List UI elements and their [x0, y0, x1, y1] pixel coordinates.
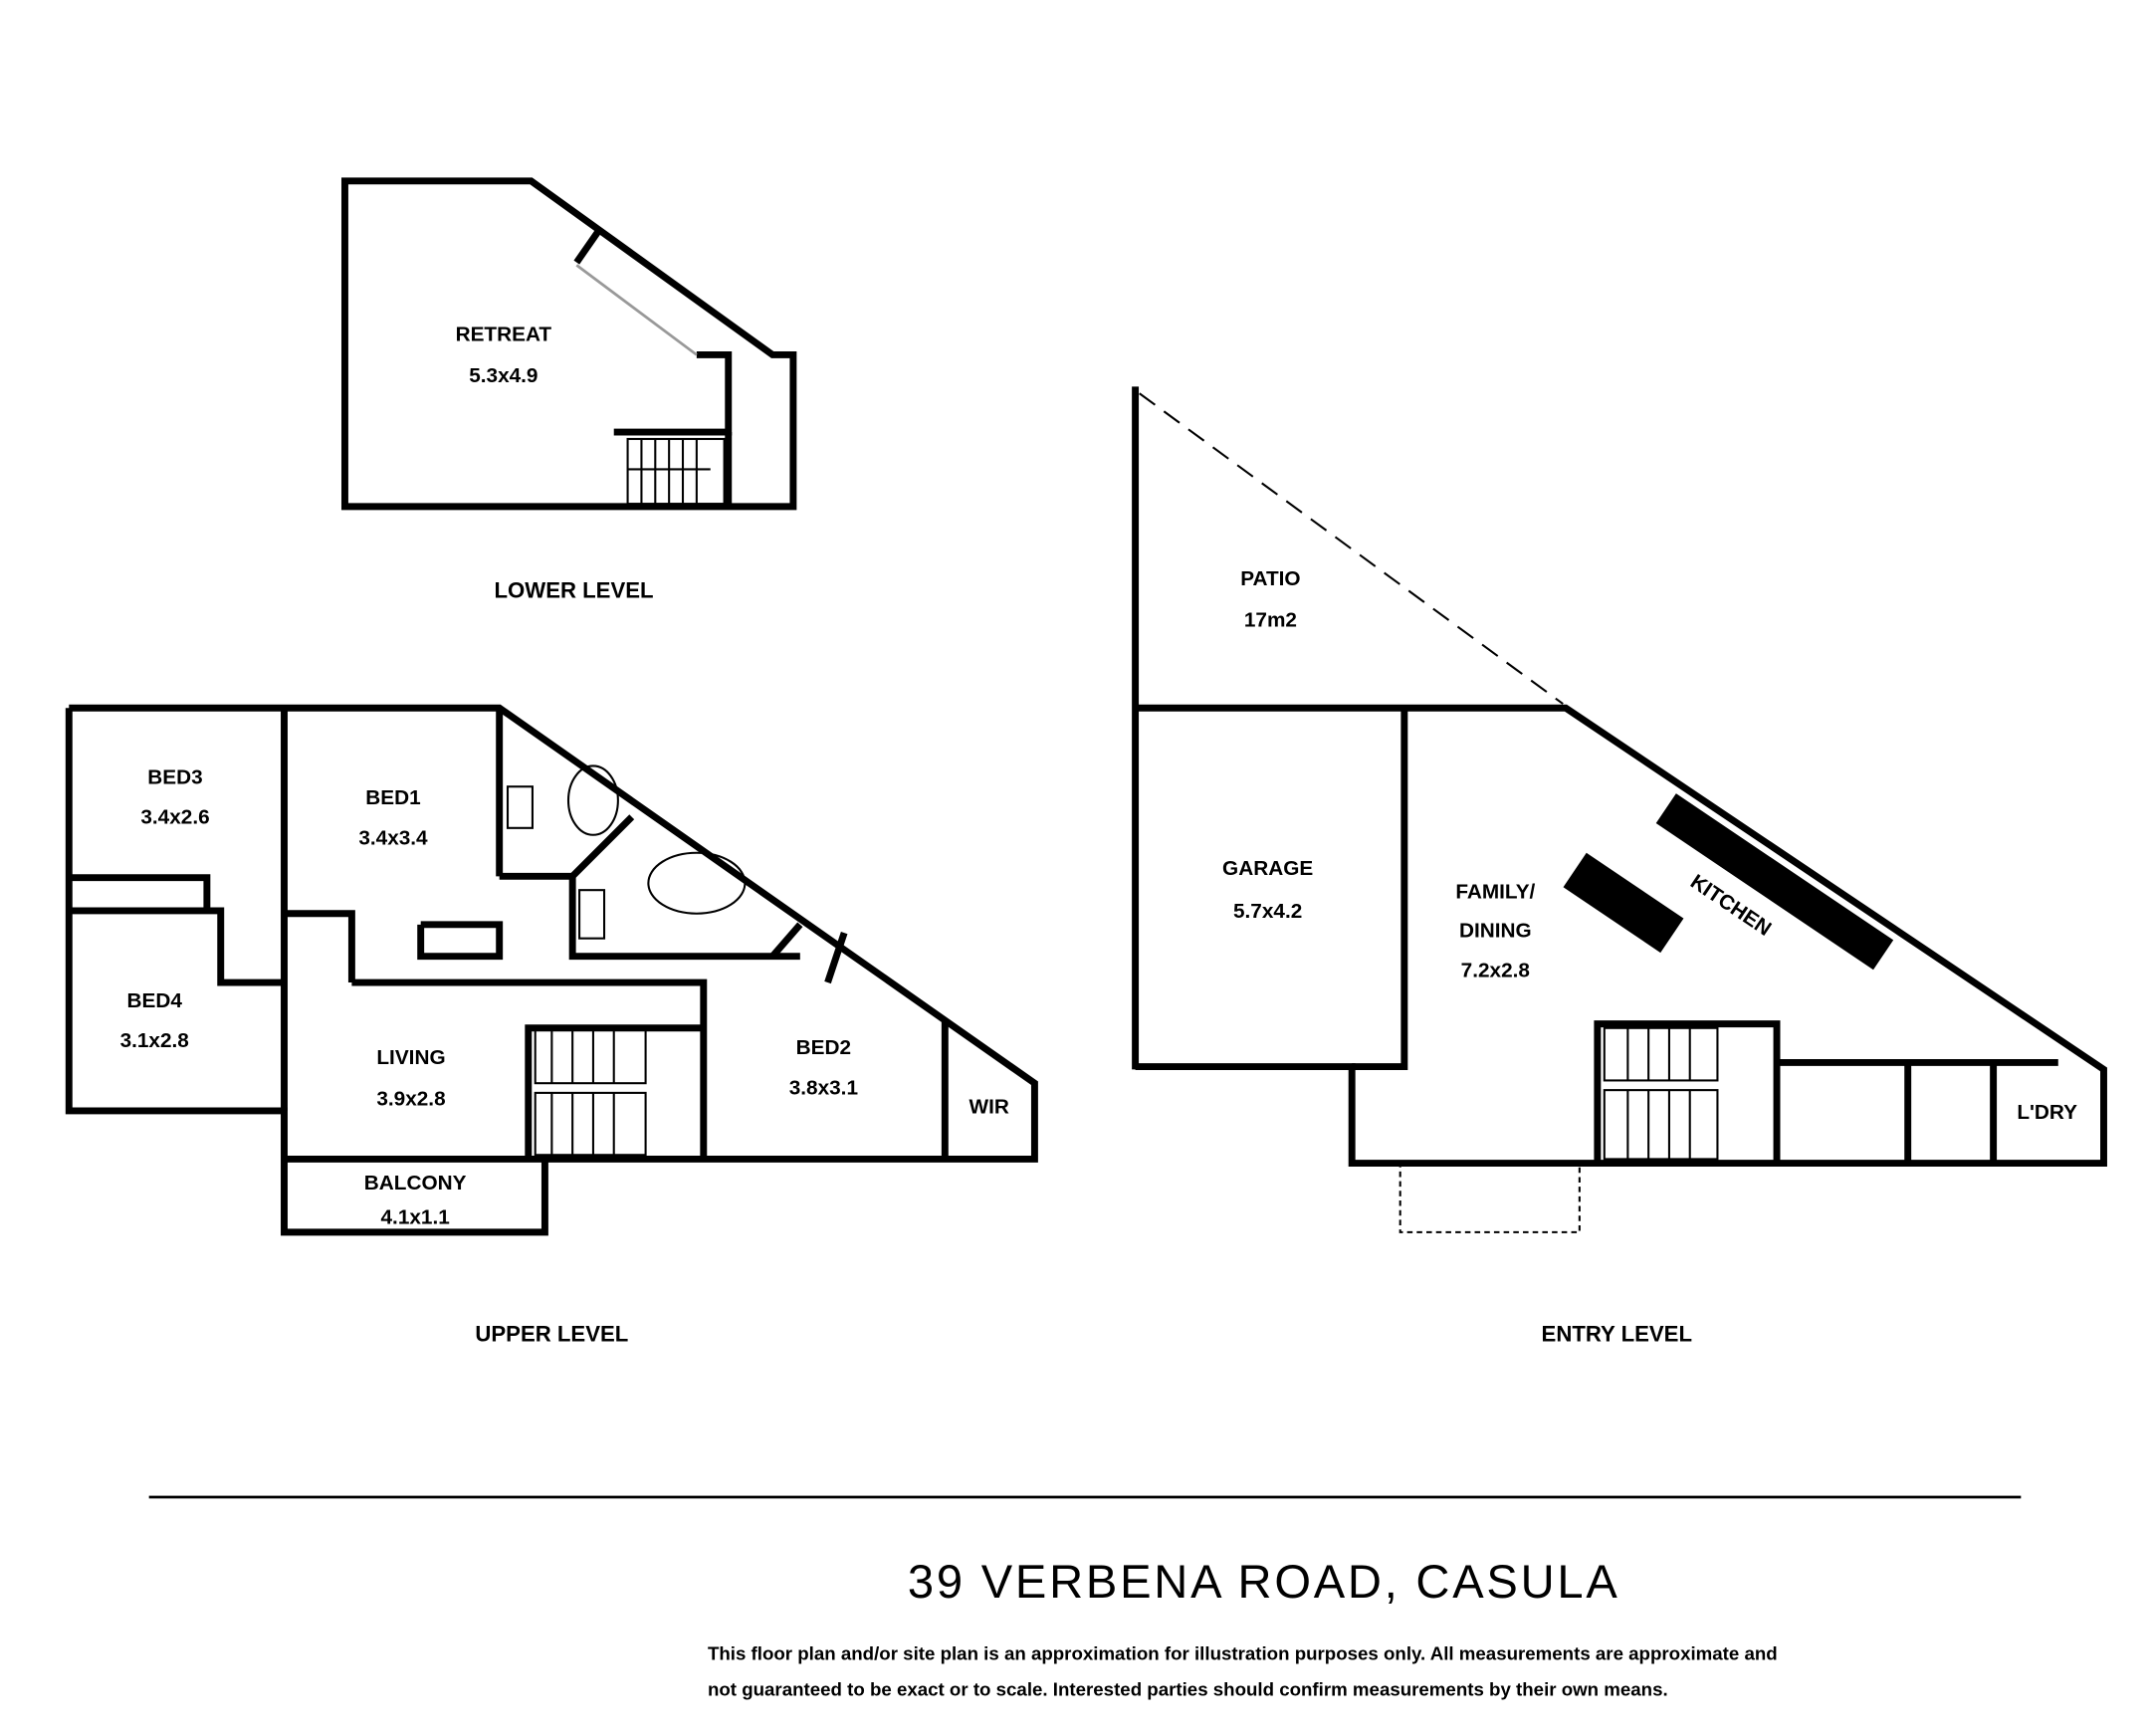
- stairs: [534, 1026, 647, 1157]
- room-size: 5.7x4.2: [1233, 900, 1302, 923]
- room-size: 3.4x2.6: [140, 806, 209, 829]
- stairs: [1603, 1026, 1719, 1161]
- room-size: 3.4x3.4: [358, 826, 428, 849]
- room-size: 3.1x2.8: [120, 1029, 189, 1052]
- upper-level-plan: BED3 3.4x2.6 BED1 3.4x3.4 BED4 3.1x2.8 L…: [65, 704, 1038, 1346]
- lower-level-plan: RETREAT 5.3x4.9 LOWER LEVEL: [341, 177, 797, 602]
- room-name: RETREAT: [456, 324, 552, 346]
- room-name: BED1: [365, 786, 420, 809]
- room-size: 5.3x4.9: [469, 364, 538, 387]
- address-title: 39 VERBENA ROAD, CASULA: [908, 1555, 1620, 1608]
- stairs: [626, 437, 726, 506]
- vanity: [506, 785, 534, 829]
- room-size: 3.8x3.1: [789, 1076, 858, 1099]
- kitchen-island: [1563, 852, 1684, 954]
- bathtub: [566, 764, 619, 836]
- porch: [1399, 1162, 1581, 1233]
- room-size: 17m2: [1244, 608, 1297, 631]
- room-name: FAMILY/: [1455, 880, 1535, 903]
- level-title: LOWER LEVEL: [495, 577, 654, 602]
- room-name: L'DRY: [2017, 1101, 2077, 1124]
- room-name: BED2: [796, 1036, 851, 1059]
- room-name: BED4: [127, 989, 183, 1012]
- bathtub: [647, 851, 747, 915]
- room-size: 7.2x2.8: [1461, 959, 1530, 981]
- kitchen-bench: [1655, 793, 1894, 971]
- room-name: GARAGE: [1222, 857, 1313, 880]
- room-name: LIVING: [376, 1046, 445, 1069]
- level-title: ENTRY LEVEL: [1542, 1321, 1692, 1346]
- room-name: PATIO: [1240, 567, 1300, 590]
- disclaimer-line: This floor plan and/or site plan is an a…: [708, 1643, 1778, 1664]
- room-size: 4.1x1.1: [381, 1206, 450, 1229]
- room-name: BED3: [147, 765, 202, 788]
- vanity: [578, 889, 606, 940]
- room-name: BALCONY: [364, 1172, 467, 1194]
- room-name: WIR: [969, 1096, 1009, 1119]
- level-title: UPPER LEVEL: [475, 1321, 628, 1346]
- disclaimer-line: not guaranteed to be exact or to scale. …: [708, 1679, 1668, 1700]
- room-name: DINING: [1459, 919, 1532, 942]
- room-size: 3.9x2.8: [376, 1087, 445, 1110]
- entry-level-plan: PATIO 17m2 GARAGE 5.7x4.2 FAMILY/ DINING…: [1132, 386, 2107, 1346]
